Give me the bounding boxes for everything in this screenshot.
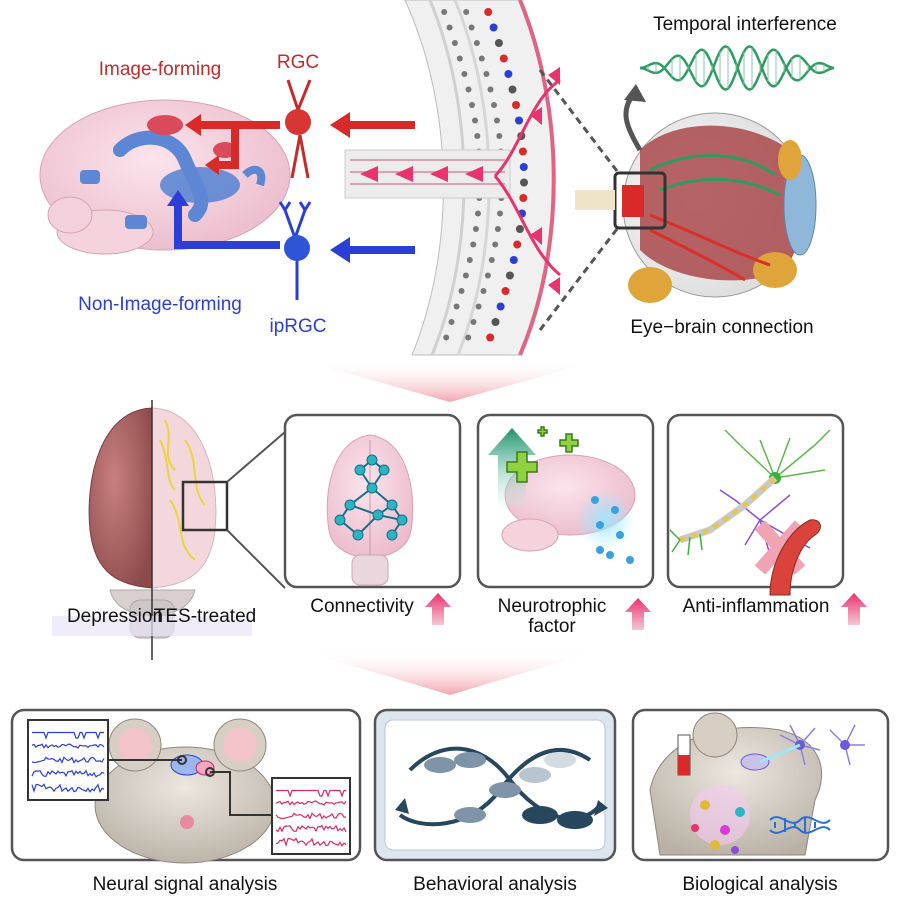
plus-icon: [506, 426, 579, 483]
panel-behavioral-analysis: [373, 708, 617, 862]
mouse-brain-top: [39, 99, 291, 255]
dna-helix-icon: [769, 816, 831, 834]
label-connectivity: Connectivity: [310, 596, 414, 617]
zoom-lines: [538, 69, 622, 331]
label-temporal-interference: Temporal interference: [653, 14, 837, 35]
brain-depression-vs-tes: [52, 400, 286, 660]
label-non-image-forming: Non-Image-forming: [78, 294, 242, 315]
optic-nerve: [344, 67, 561, 295]
non-image-forming-pathway: [167, 190, 415, 263]
label-neural-signal-analysis: Neural signal analysis: [93, 874, 278, 895]
label-rgc: RGC: [277, 52, 319, 73]
up-arrow-icon: [625, 598, 651, 630]
label-eye-brain-connection: Eye−brain connection: [630, 317, 813, 338]
label-neurotrophic-line1: Neurotrophic: [498, 596, 607, 617]
temporal-interference-wave: [639, 45, 835, 91]
label-image-forming: Image-forming: [99, 59, 222, 80]
up-arrow-icon: [841, 593, 867, 625]
flow-arrow-1: [300, 360, 600, 402]
label-biological-analysis: Biological analysis: [682, 874, 837, 895]
panel-anti-inflammation: [666, 413, 845, 596]
panel-neurotrophic-factor: [476, 413, 655, 589]
label-iprgc: ipRGC: [269, 316, 326, 337]
label-tes-treated: TES-treated: [154, 606, 256, 627]
label-anti-inflammation: Anti-inflammation: [683, 596, 830, 617]
label-neurotrophic-line2: factor: [528, 616, 576, 637]
iprgc-neuron: [278, 201, 312, 300]
panel-biological-analysis: [631, 708, 890, 862]
flow-arrow-2: [300, 650, 600, 695]
label-behavioral-analysis: Behavioral analysis: [413, 874, 577, 895]
label-depression: Depression: [67, 606, 163, 627]
up-arrow-icon: [425, 593, 451, 625]
panel-neural-signal-analysis: [10, 708, 362, 864]
eye-illustration: [575, 84, 817, 303]
image-forming-pathway: [185, 112, 415, 175]
rgc-neuron: [285, 79, 312, 179]
panel-connectivity: [283, 413, 462, 589]
